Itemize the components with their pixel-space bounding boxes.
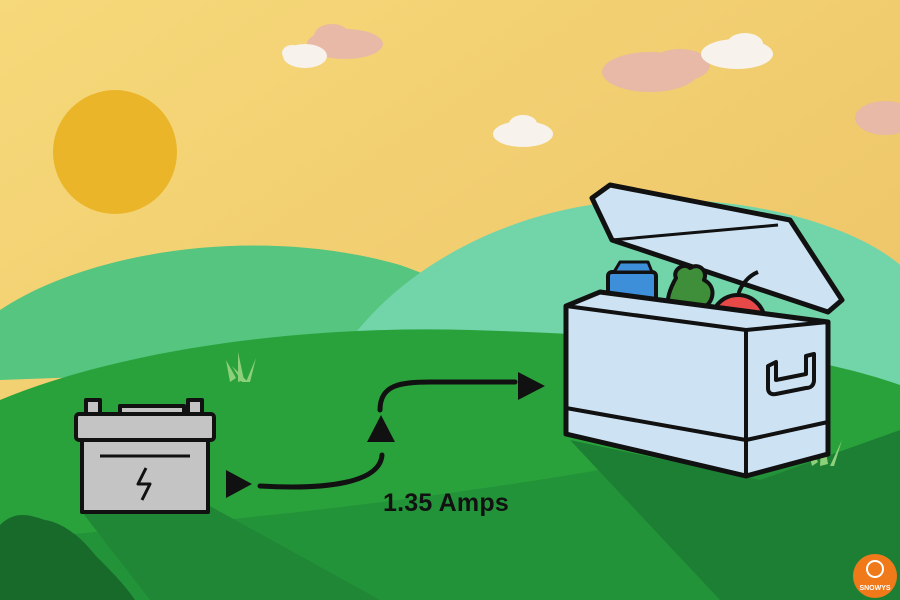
battery-icon bbox=[74, 398, 216, 514]
cooler-shadow bbox=[570, 430, 900, 600]
cooler-handle bbox=[766, 352, 816, 397]
sun bbox=[53, 90, 177, 214]
wire-lower bbox=[257, 452, 385, 490]
arrow-icon bbox=[518, 372, 545, 400]
grass-tuft bbox=[226, 352, 256, 382]
cloud bbox=[855, 101, 900, 135]
current-flow-arrows bbox=[226, 372, 545, 498]
cooler-body bbox=[563, 289, 831, 479]
cooler-icon bbox=[563, 182, 845, 479]
cloud bbox=[282, 24, 383, 68]
wire-upper bbox=[377, 379, 518, 413]
cloud bbox=[493, 115, 553, 147]
snowys-logo: SNOWYS bbox=[853, 554, 897, 598]
logo-text: SNOWYS bbox=[859, 585, 890, 592]
arrow-icon bbox=[226, 470, 252, 498]
arrow-icon bbox=[367, 415, 395, 442]
battery-shadow bbox=[82, 505, 380, 600]
bush bbox=[0, 515, 135, 600]
cloud bbox=[602, 33, 773, 92]
current-label: 1.35 Amps bbox=[383, 489, 509, 517]
lightning-bolt-icon bbox=[136, 467, 152, 501]
